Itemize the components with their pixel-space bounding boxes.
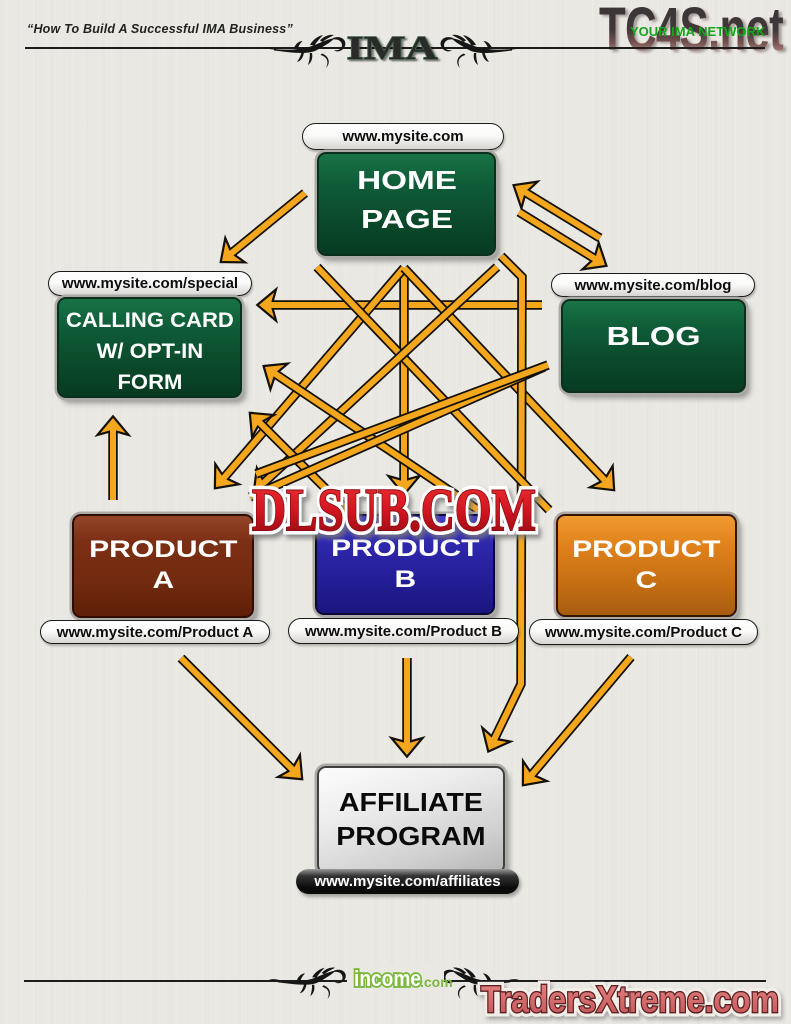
svg-text:TradersXtreme.com: TradersXtreme.com <box>481 979 779 1020</box>
svg-text:.com: .com <box>420 974 453 990</box>
svg-text:IMA: IMA <box>347 29 438 67</box>
svg-text:TradersXtreme.com: TradersXtreme.com <box>481 979 779 1020</box>
svg-text:DLSUB.COM: DLSUB.COM <box>252 477 536 543</box>
svg-text:YOUR IMA NETWORK: YOUR IMA NETWORK <box>630 24 766 39</box>
svg-text:income: income <box>354 966 421 991</box>
svg-text:TC4S.net: TC4S.net <box>599 0 783 63</box>
svg-text:DLSUB.COM: DLSUB.COM <box>252 477 536 543</box>
